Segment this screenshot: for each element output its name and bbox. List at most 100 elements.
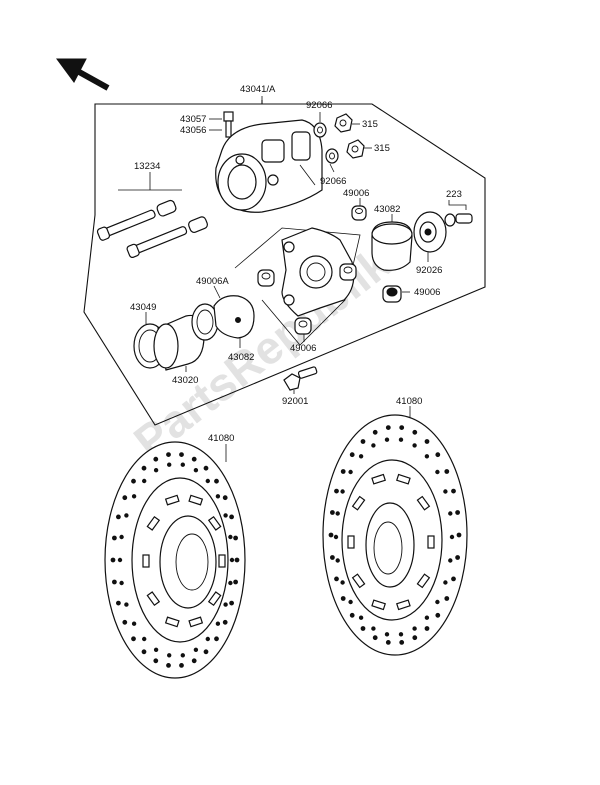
disc-hole xyxy=(412,626,417,631)
disc-hole xyxy=(222,495,228,501)
piston-43082-right[interactable] xyxy=(371,221,413,271)
bolt-92001[interactable] xyxy=(283,366,318,391)
disc-slot xyxy=(188,616,204,628)
boot-49006-top[interactable] xyxy=(339,263,357,281)
disc-slot xyxy=(146,591,161,607)
disc-hole xyxy=(451,576,456,582)
disc-hole xyxy=(153,658,159,664)
disc-hole xyxy=(372,429,378,435)
boot-49006-right[interactable] xyxy=(382,285,402,303)
disc-hole xyxy=(119,534,124,540)
piston-43082-left[interactable] xyxy=(213,295,255,339)
disc-hole xyxy=(229,557,235,563)
carrier-tab xyxy=(351,573,366,589)
disc-hole xyxy=(443,489,448,494)
brake-disc-right[interactable] xyxy=(322,414,468,656)
disc-hole xyxy=(334,576,339,582)
seal-49006A[interactable] xyxy=(191,303,219,341)
label-43041A: 43041/A xyxy=(240,84,276,95)
disc-hole xyxy=(340,489,345,494)
disc-hole xyxy=(328,532,334,538)
carrier-tab xyxy=(416,573,431,589)
disc-hole xyxy=(333,534,339,540)
washer-92066-upper[interactable] xyxy=(313,122,327,138)
disc-hole xyxy=(229,600,235,606)
label-315-lower: 315 xyxy=(374,143,390,154)
disc-hole xyxy=(399,425,405,431)
disc-hole xyxy=(448,558,453,563)
disc-hole xyxy=(444,596,450,601)
disc-hole xyxy=(112,579,117,585)
disc-hole xyxy=(424,454,430,459)
disc-hole xyxy=(215,494,221,499)
washer-92066-lower[interactable] xyxy=(325,148,339,164)
disc-hole xyxy=(435,469,440,475)
disc-hole xyxy=(384,632,390,637)
disc-hole xyxy=(228,534,233,540)
boot-49006-bottom[interactable] xyxy=(294,317,312,335)
disc-hole xyxy=(340,469,346,474)
disc-slot xyxy=(188,494,204,506)
label-49006-bottom: 49006 xyxy=(290,343,316,354)
label-223: 223 xyxy=(446,189,462,200)
caliper-body[interactable] xyxy=(215,119,323,213)
caliper-pins[interactable] xyxy=(96,172,209,258)
leader-lines xyxy=(145,96,429,462)
disc-slot xyxy=(142,554,150,568)
label-49006-upper: 49006 xyxy=(343,188,369,199)
brake-disc-left[interactable] xyxy=(104,441,246,679)
disc-hole xyxy=(142,636,147,642)
disc-slot xyxy=(207,591,222,607)
label-41080-left: 41080 xyxy=(208,433,234,444)
label-43082-right: 43082 xyxy=(374,204,400,215)
carrier-tab xyxy=(347,535,355,549)
disc-hole xyxy=(110,557,116,563)
disc-hole xyxy=(124,602,129,607)
disc-hole xyxy=(384,437,390,442)
disc-hole xyxy=(214,636,219,642)
bleed-screw[interactable] xyxy=(209,111,234,138)
label-43049: 43049 xyxy=(130,302,156,313)
disc-hole xyxy=(398,437,404,442)
label-315-upper: 315 xyxy=(362,119,378,130)
disc-hole xyxy=(116,600,121,606)
disc-hole xyxy=(349,612,355,618)
nut-315-upper[interactable] xyxy=(334,113,353,133)
screw-223[interactable] xyxy=(444,200,473,227)
disc-hole xyxy=(335,558,340,563)
disc-hole xyxy=(443,580,448,585)
disc-hole xyxy=(193,647,199,652)
disc-hole xyxy=(214,478,219,484)
disc-hole xyxy=(167,462,172,467)
label-49006-right: 49006 xyxy=(414,287,440,298)
disc-hole xyxy=(131,494,137,499)
label-43056: 43056 xyxy=(180,125,206,136)
disc-hole xyxy=(131,636,136,642)
carrier-tab xyxy=(371,473,386,485)
disc-hole xyxy=(385,425,391,431)
disc-hole xyxy=(229,514,235,520)
caliper-bracket[interactable] xyxy=(281,227,355,317)
disc-hole xyxy=(360,626,366,631)
disc-hole xyxy=(131,621,137,626)
disc-hole xyxy=(124,513,129,518)
disc-hole xyxy=(348,469,353,475)
disc-hole xyxy=(153,647,159,652)
disc-hole xyxy=(451,488,456,494)
disc-hole xyxy=(435,612,441,618)
boot-49006-left[interactable] xyxy=(257,269,275,287)
nut-315-lower[interactable] xyxy=(346,139,365,159)
disc-hole xyxy=(424,615,430,620)
disc-hole xyxy=(112,535,117,541)
disc-hole xyxy=(117,557,123,563)
carrier-tab xyxy=(416,495,431,511)
disc-hole xyxy=(122,619,128,625)
disc-hole xyxy=(131,478,136,484)
disc-hole xyxy=(330,510,335,515)
cap-92026[interactable] xyxy=(413,211,447,253)
disc-hole xyxy=(142,478,147,484)
disc-hole xyxy=(412,429,418,435)
disc-hole xyxy=(166,663,171,668)
boot-49006-upper[interactable] xyxy=(351,205,367,221)
